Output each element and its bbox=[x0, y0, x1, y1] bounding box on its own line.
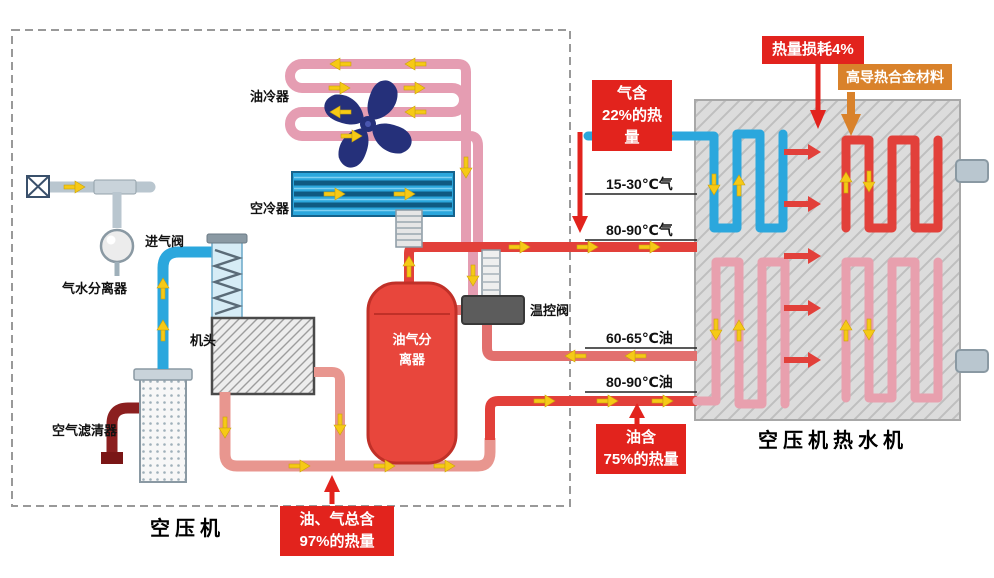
intake-valve-body bbox=[206, 233, 248, 319]
oil-cooler-label: 油冷器 bbox=[250, 89, 290, 104]
hot-water-machine-title: 空压机热水机 bbox=[758, 430, 908, 452]
total-heat-arrow bbox=[324, 475, 340, 504]
hot-oil-pipe-label: 80-90℃油 bbox=[606, 374, 673, 390]
air-filter-body bbox=[101, 368, 193, 483]
water-separator-label: 气水分离器 bbox=[62, 281, 128, 296]
temp-valve-body bbox=[461, 249, 525, 325]
hx-oil-serpentine-left bbox=[692, 257, 790, 409]
gas-heat-arrow bbox=[572, 132, 588, 233]
oil-heat-line1: 油含 bbox=[625, 429, 656, 446]
hot-gas-pipe-label: 80-90℃气 bbox=[606, 222, 673, 238]
temp-valve-label: 温控阀 bbox=[530, 303, 570, 318]
machine-head-label: 机头 bbox=[190, 333, 217, 348]
oil-cooler-coil bbox=[285, 59, 483, 251]
compressor-title: 空压机 bbox=[150, 518, 225, 540]
hx-hot-serpentine-right-top bbox=[841, 135, 943, 233]
air-filter-label: 空气滤清器 bbox=[52, 423, 118, 438]
hx-serpentine-right-bottom bbox=[841, 257, 943, 403]
water-port-top bbox=[955, 159, 989, 183]
total-heat-line1: 油、气总含 bbox=[299, 511, 375, 528]
air-cooler-body bbox=[291, 171, 455, 217]
intake-pipe bbox=[157, 246, 213, 369]
oil-heat-line2: 75%的热量 bbox=[603, 450, 679, 468]
pipe-label-leaders bbox=[585, 193, 697, 393]
water-port-bottom bbox=[955, 349, 989, 373]
oil-separator-body bbox=[366, 281, 458, 465]
gas-heat-line2: 22%的热量 bbox=[601, 106, 663, 146]
water-separator-assembly bbox=[26, 175, 156, 276]
oil-heat-arrow bbox=[629, 403, 645, 424]
fan-icon bbox=[324, 80, 412, 168]
air-cooler-label: 空冷器 bbox=[250, 201, 290, 216]
gas-heat-line1: 气含 bbox=[616, 85, 647, 102]
oil-heat-callout: 油含 75%的热量 bbox=[596, 424, 686, 474]
gas-heat-callout: 气含 22%的热量 bbox=[592, 80, 672, 152]
heat-loss-arrow bbox=[810, 64, 826, 129]
warm-oil-pipe-label: 60-65℃油 bbox=[606, 330, 673, 346]
warm-oil-return-pipe bbox=[482, 322, 697, 361]
compressor-head-body bbox=[210, 316, 316, 396]
cold-gas-pipe-label: 15-30℃气 bbox=[606, 176, 673, 192]
total-heat-line2: 97%的热量 bbox=[299, 532, 375, 550]
separator-vent bbox=[395, 209, 423, 248]
cold-gas-pipe bbox=[583, 129, 788, 233]
alloy-material-callout: 高导热合金材料 bbox=[838, 64, 952, 91]
hot-oil-pipe bbox=[485, 396, 697, 440]
heat-loss-callout: 热量损耗4% bbox=[762, 36, 864, 64]
oil-separator-label: 油气分离器 bbox=[392, 332, 432, 367]
alloy-arrow bbox=[841, 92, 861, 136]
total-heat-callout: 油、气总含 97%的热量 bbox=[280, 506, 394, 556]
intake-valve-label: 进气阀 bbox=[145, 234, 185, 249]
